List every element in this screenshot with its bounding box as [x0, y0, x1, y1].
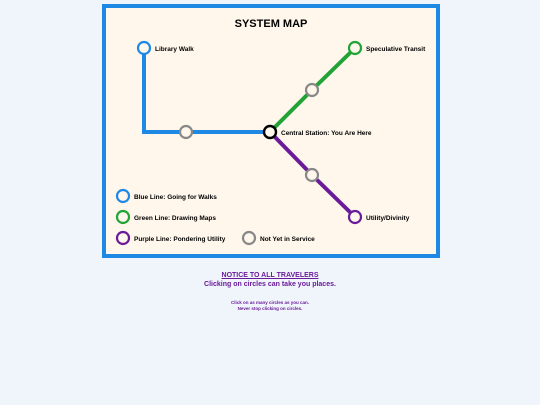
- notice-small-line-2: Never stop clicking on circles.: [237, 306, 303, 311]
- station-label-speculative-transit: Speculative Transit: [366, 46, 426, 53]
- legend-blue-label: Blue Line: Going for Walks: [134, 194, 217, 201]
- legend-purple-label: Purple Line: Pondering Utility: [134, 236, 226, 243]
- legend-green-swatch[interactable]: [115, 209, 131, 225]
- station-not-in-service-green[interactable]: [304, 82, 320, 98]
- notice-small-line-1: Click on as many circles as you can.: [230, 300, 310, 305]
- system-map-frame: SYSTEM MAP Library Walk Speculative Tran…: [102, 4, 440, 258]
- blue-line: [142, 48, 270, 134]
- station-speculative-transit[interactable]: [347, 40, 363, 56]
- map-title: SYSTEM MAP: [235, 18, 308, 30]
- station-library-walk[interactable]: [136, 40, 152, 56]
- notice-fine-print: Click on as many circles as you can. Nev…: [0, 300, 540, 312]
- legend-grey-label: Not Yet in Service: [260, 236, 315, 243]
- legend-blue-swatch[interactable]: [115, 188, 131, 204]
- station-not-in-service-blue[interactable]: [178, 124, 194, 140]
- station-utility-divinity[interactable]: [347, 209, 363, 225]
- station-label-utility-divinity: Utility/Divinity: [366, 215, 410, 222]
- station-central[interactable]: [262, 124, 278, 140]
- legend-purple-swatch[interactable]: [115, 230, 131, 246]
- notice-subheading: Clicking on circles can take you places.: [204, 281, 336, 288]
- notice-block: NOTICE TO ALL TRAVELERS Clicking on circ…: [0, 271, 540, 312]
- legend-grey-swatch[interactable]: [241, 230, 257, 246]
- notice-heading-link[interactable]: NOTICE TO ALL TRAVELERS: [221, 272, 319, 279]
- station-not-in-service-purple[interactable]: [304, 167, 320, 183]
- station-label-library-walk: Library Walk: [155, 46, 194, 53]
- system-map: SYSTEM MAP Library Walk Speculative Tran…: [115, 18, 426, 246]
- station-label-central: Central Station: You Are Here: [281, 130, 372, 137]
- legend-green-label: Green Line: Drawing Maps: [134, 215, 216, 222]
